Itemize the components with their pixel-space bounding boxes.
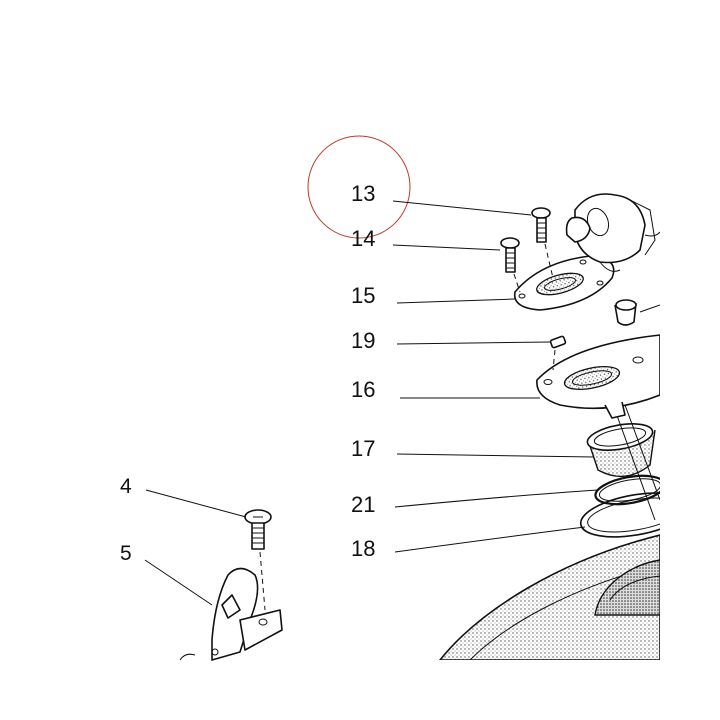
o-ring-21: [594, 474, 660, 506]
callout-4: 4: [120, 475, 132, 498]
flange-16: [536, 334, 660, 419]
leader-18: [394, 526, 586, 553]
leader-15: [396, 298, 516, 304]
leader-19: [396, 341, 551, 345]
leader-21: [394, 489, 599, 508]
callout-14: 14: [351, 226, 375, 251]
leader-5: [144, 559, 213, 606]
pin-19: [549, 335, 567, 371]
highlight-circle: [307, 135, 411, 239]
callout-16: 16: [351, 377, 375, 402]
sender-unit: [565, 193, 660, 272]
callout-labels: 13 14 15 19 16 17 21 18 4 5: [120, 181, 375, 565]
leader-17: [396, 453, 595, 458]
sleeve-part: [614, 299, 660, 326]
tank-body: [438, 534, 660, 660]
plate-15: [513, 255, 615, 311]
leader-14: [392, 244, 501, 251]
callout-21: 21: [351, 492, 375, 517]
callout-15: 15: [351, 283, 375, 308]
bracket-5: [179, 567, 283, 661]
leader-lines: [144, 200, 599, 606]
screw-13: [531, 207, 554, 279]
leader-4: [145, 489, 247, 518]
screw-4: [244, 509, 272, 611]
callout-19: 19: [351, 328, 375, 353]
callout-17: 17: [351, 436, 375, 461]
callout-5: 5: [120, 542, 132, 565]
filter-17: [586, 423, 656, 478]
callout-13: 13: [351, 181, 375, 206]
screw-14: [500, 237, 521, 293]
leader-13: [392, 200, 532, 216]
callout-18: 18: [351, 536, 375, 561]
